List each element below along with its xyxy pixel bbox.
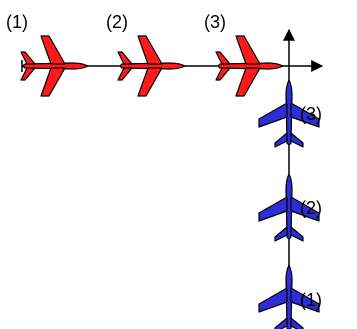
blue-plane-2: (2) — [258, 173, 322, 242]
red-plane-2: (2) — [106, 12, 186, 97]
red-plane-label: (3) — [204, 12, 226, 32]
airplane-icon — [215, 35, 284, 97]
airplane-icon — [20, 35, 89, 97]
blue-plane-label: (1) — [300, 290, 322, 310]
blue-plane-1: (3) — [258, 79, 322, 148]
red-plane-label: (1) — [6, 12, 28, 32]
blue-plane-label: (2) — [300, 198, 322, 218]
airplane-icon — [117, 35, 186, 97]
red-plane-label: (2) — [106, 12, 128, 32]
red-planes: (1) (2) (3) — [6, 12, 284, 97]
blue-plane-label: (3) — [300, 104, 322, 124]
red-plane-3: (3) — [204, 12, 284, 97]
blue-planes: (3) (2) (1) — [258, 79, 322, 329]
red-plane-1: (1) — [6, 12, 89, 97]
blue-plane-3: (1) — [258, 264, 322, 329]
